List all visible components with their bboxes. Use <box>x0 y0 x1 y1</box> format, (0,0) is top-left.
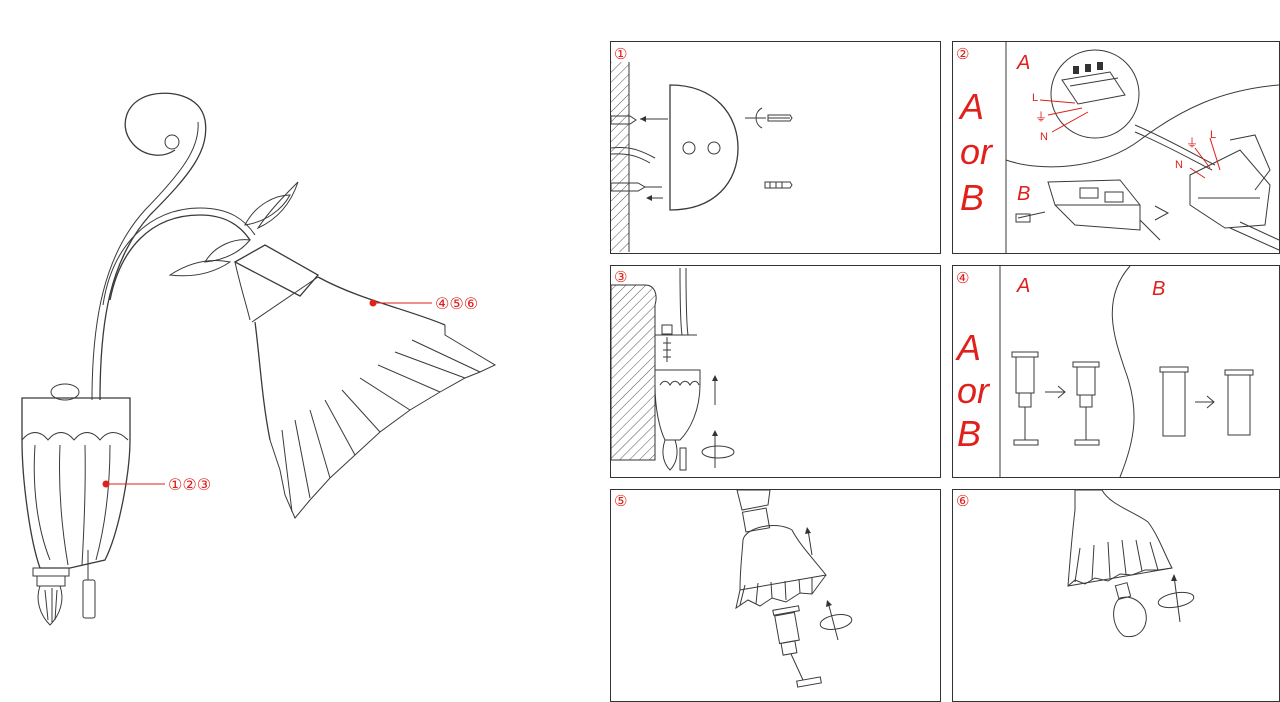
step-panel-2: ② A or B A B L ⏚ N L ⏚ N <box>952 41 1280 254</box>
step-panel-4: ④ A or B A B <box>952 265 1280 478</box>
neutral-wire-label: N <box>1040 131 1048 143</box>
step-number: ⑤ <box>614 492 627 510</box>
ground-icon: ⏚ <box>1035 110 1047 124</box>
step-panel-3: ③ <box>610 265 941 478</box>
step-number: ④ <box>956 269 969 287</box>
step-number: ② <box>956 45 969 63</box>
wall-lamp-overview: ④⑤⑥ ①②③ <box>21 92 497 626</box>
option-a-label: A <box>958 86 984 127</box>
sub-b-label: B <box>1152 278 1165 300</box>
sub-b-label: B <box>1017 183 1030 205</box>
option-a-label: A <box>955 327 981 368</box>
step-number: ⑥ <box>956 492 969 510</box>
ground-icon-2: ⏚ <box>1186 136 1198 150</box>
step-panel-1: ① <box>610 41 941 254</box>
callout-base: ①②③ <box>102 475 211 494</box>
option-b-label: B <box>960 177 984 218</box>
or-label: or <box>957 370 991 411</box>
sub-a-label: A <box>1016 275 1030 297</box>
option-b-label: B <box>957 413 981 454</box>
shade-ribs <box>281 339 481 513</box>
callout-shade: ④⑤⑥ <box>369 294 478 313</box>
neutral-wire-label-2: N <box>1175 159 1183 171</box>
sub-a-label: A <box>1016 52 1030 74</box>
live-wire-label-2: L <box>1210 129 1216 141</box>
step-panel-6: ⑥ <box>952 489 1280 702</box>
step-number: ① <box>614 45 627 63</box>
step-panel-5: ⑤ <box>610 489 941 702</box>
or-label: or <box>960 131 994 172</box>
step-number: ③ <box>614 268 627 286</box>
live-wire-label: L <box>1032 92 1038 104</box>
svg-text:①②③: ①②③ <box>168 475 211 494</box>
svg-text:④⑤⑥: ④⑤⑥ <box>435 294 478 313</box>
